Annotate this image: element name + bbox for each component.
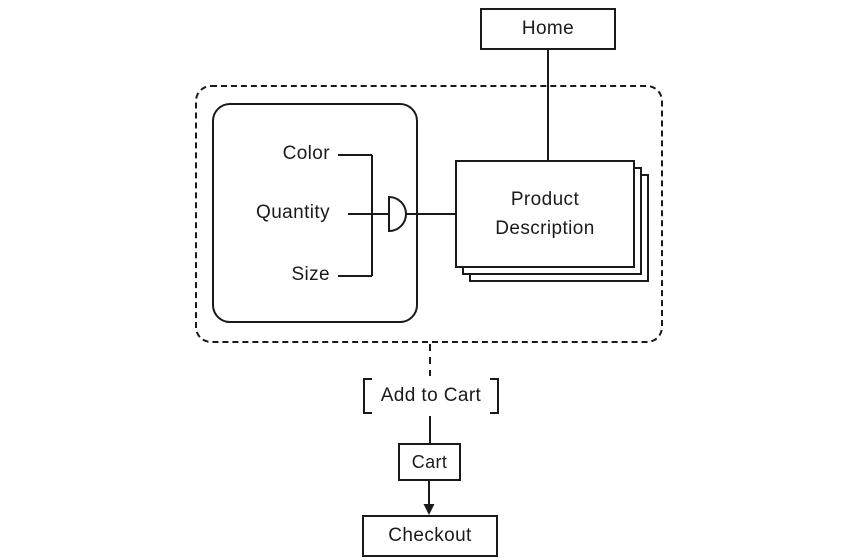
option-size-label: Size (291, 264, 330, 285)
product-description-node: Product Description (455, 160, 651, 284)
add-to-cart-node: Add to Cart (345, 376, 517, 416)
left-bracket-icon (362, 378, 372, 414)
add-to-cart-label: Add to Cart (380, 385, 482, 406)
option-quantity-label: Quantity (256, 202, 330, 223)
right-bracket-icon (490, 378, 500, 414)
checkout-label: Checkout (388, 525, 472, 546)
home-node: Home (480, 8, 616, 50)
cart-label: Cart (411, 451, 448, 472)
home-label: Home (521, 18, 575, 39)
arrowhead-checkout (423, 504, 435, 515)
stack-page-front: Product Description (455, 160, 635, 268)
product-group-container (195, 85, 663, 343)
options-box (212, 103, 418, 323)
product-description-label: Product Description (495, 188, 595, 239)
option-color-label: Color (282, 143, 330, 164)
checkout-node: Checkout (362, 515, 498, 557)
cart-node: Cart (398, 443, 461, 481)
